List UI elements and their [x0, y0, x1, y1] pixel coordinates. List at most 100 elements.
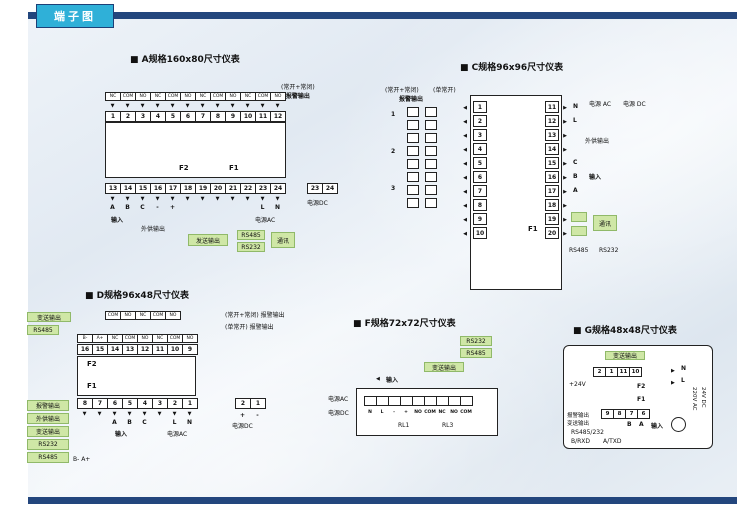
- terminal-contact-label: NO: [182, 334, 198, 343]
- terminal-contact-label: B-: [77, 334, 93, 343]
- terminal: 10: [167, 344, 183, 355]
- a-power-ac-label: 电源AC: [255, 217, 276, 224]
- g-txd-label: A/TXD: [603, 438, 622, 445]
- terminal: 11: [152, 344, 168, 355]
- section-a-title: ■ A规格160x80尺寸仪表: [130, 55, 240, 65]
- arrow-left-icon: [461, 227, 469, 241]
- terminal: 5: [473, 157, 487, 169]
- terminal: 23: [307, 183, 323, 194]
- g-instrument-panel: [563, 345, 713, 449]
- terminal: 1: [473, 101, 487, 113]
- pin-label: [195, 203, 210, 211]
- terminal: 17: [545, 185, 559, 197]
- g-220v-label: 220V AC: [691, 387, 697, 411]
- arrow-left-icon: [461, 101, 469, 115]
- c-pin-n: N: [573, 103, 579, 110]
- arrow-down-icon: [77, 410, 92, 418]
- d-power-ac-label: 电源AC: [167, 431, 188, 438]
- arrow-left-icon: [461, 115, 469, 129]
- alarm-terminal: [425, 172, 437, 182]
- arrow-down-icon: [107, 410, 122, 418]
- terminal: 20: [210, 183, 226, 194]
- d-rs485-top-box: RS485: [27, 325, 59, 335]
- alarm-terminal: [425, 198, 437, 208]
- f-input-arrow: [376, 375, 380, 382]
- arrow-down-icon: [135, 195, 150, 203]
- a-send-out-box: 发送输出: [188, 234, 228, 246]
- alarm-terminal: [425, 159, 437, 169]
- terminal-contact-label: NC: [135, 311, 151, 320]
- g-input-label: 输入: [651, 423, 664, 430]
- arrow-down-icon: [150, 102, 165, 110]
- terminal: 1: [182, 398, 198, 409]
- terminal: 24: [270, 183, 286, 194]
- alarm-terminal: [425, 185, 437, 195]
- g-nl-arrow-bottom: [671, 379, 675, 386]
- arrow-right-icon: [561, 101, 569, 115]
- arrow-down-icon: [137, 410, 152, 418]
- terminal: 12: [137, 344, 153, 355]
- terminal: 1: [105, 111, 121, 122]
- terminal: 2: [120, 111, 136, 122]
- a-top-arrow-row: [105, 102, 285, 110]
- a-alarm-note-line2: 报警输出: [285, 93, 310, 100]
- terminal: 15: [545, 157, 559, 169]
- terminal-contact-label: NC: [152, 334, 168, 343]
- pin-label: B: [127, 418, 132, 426]
- pin-label: [210, 203, 225, 211]
- terminal: 4: [473, 143, 487, 155]
- arrow-right-icon: [561, 129, 569, 143]
- pin-label: N: [274, 203, 281, 211]
- arrow-down-icon: [105, 102, 120, 110]
- c-alarm-terminal-col1: [407, 107, 419, 211]
- pin-label: [225, 203, 240, 211]
- arrow-right-icon: [561, 185, 569, 199]
- f-rs485-box: RS485: [460, 348, 492, 358]
- terminal: 7: [195, 111, 211, 122]
- terminal: 22: [240, 183, 256, 194]
- arrow-right-icon: [671, 368, 675, 374]
- pin-label: -: [156, 203, 159, 211]
- terminal: 10: [629, 367, 642, 377]
- c-comm-terminal-box: [571, 226, 587, 236]
- g-24v-label: 24V DC: [700, 387, 706, 408]
- terminal: 6: [637, 409, 650, 419]
- d-note-nc-no: (常开+常闭) 报警输出: [225, 312, 285, 319]
- terminal-contact-label: NC: [240, 92, 256, 101]
- pin-label: L: [380, 409, 384, 415]
- terminal-contact-label: NO: [137, 334, 153, 343]
- alarm-terminal: [407, 172, 419, 182]
- a-comm-box: 通讯: [271, 232, 295, 248]
- alarm-terminal: [407, 159, 419, 169]
- terminal: 20: [545, 227, 559, 239]
- terminal-contact-label: NO: [225, 92, 241, 101]
- a-alarm-note: (常开+常闭) 报警输出: [281, 82, 315, 100]
- arrow-down-icon: [150, 195, 165, 203]
- alarm-terminal: [425, 107, 437, 117]
- page-title-text: 端子图: [54, 10, 96, 23]
- a-fuse-f2: F2: [179, 164, 189, 172]
- terminal: 15: [135, 183, 151, 194]
- a-alarm-note-line1: (常开+常闭): [281, 84, 315, 91]
- terminal: 6: [107, 398, 123, 409]
- c-comm-box: 通讯: [593, 215, 617, 231]
- alarm-group-number: 2: [391, 148, 396, 155]
- d-rs-pins-label: B- A+: [73, 456, 91, 463]
- terminal: 19: [545, 213, 559, 225]
- c-aux-out-label: 外供输出: [585, 138, 610, 145]
- terminal: 14: [120, 183, 136, 194]
- arrow-down-icon: [152, 410, 167, 418]
- terminal: 24: [322, 183, 338, 194]
- d-fuse-f2: F2: [87, 360, 97, 368]
- terminal: 9: [182, 344, 198, 355]
- terminal: 17: [165, 183, 181, 194]
- pin-label: COM: [424, 409, 436, 415]
- arrow-down-icon: [122, 410, 137, 418]
